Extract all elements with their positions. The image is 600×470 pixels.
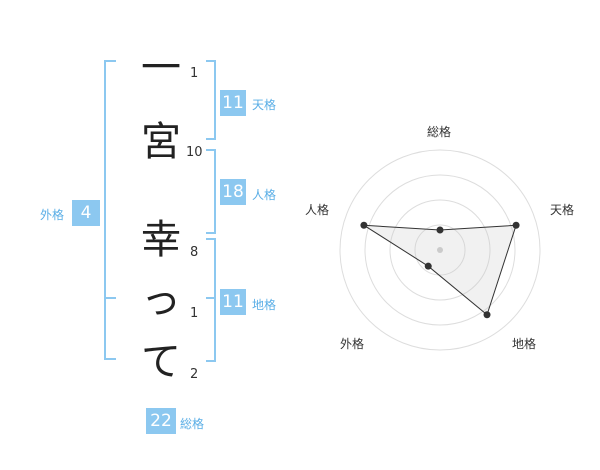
gaikaku-label: 外格: [40, 208, 65, 222]
gaikaku-score-badge: 4: [72, 200, 100, 226]
jinkaku-score-badge: 18: [220, 179, 246, 205]
name-char-3: 幸: [141, 217, 181, 263]
radar-series-polygon: [363, 224, 517, 316]
radar-point-3: [483, 311, 491, 319]
stroke-count-3: 8: [190, 245, 199, 260]
bracket-tick: [104, 297, 116, 299]
radar-grid-ring: [389, 199, 491, 301]
stroke-count-5: 2: [190, 367, 199, 382]
gaikaku-bracket: [104, 60, 116, 360]
soukaku-label: 総格: [180, 417, 205, 431]
tenkaku-label: 天格: [252, 98, 277, 112]
radar-grid-ring: [414, 224, 466, 276]
radar-center: [437, 247, 443, 253]
tenkaku-bracket: [206, 60, 216, 140]
radar-axis-label: 外格: [340, 337, 365, 351]
radar-axis-label: 総格: [427, 125, 452, 139]
radar-grid-ring: [339, 149, 541, 351]
radar-point-1: [436, 226, 444, 234]
radar-grid-ring: [364, 174, 516, 326]
chikaku-label: 地格: [252, 298, 277, 312]
name-char-2: 宮: [141, 119, 181, 165]
radar-axis-label: 地格: [512, 337, 537, 351]
chikaku-bracket: [206, 238, 216, 362]
name-char-1: 一: [141, 45, 181, 91]
name-char-4: っ: [141, 277, 181, 323]
jinkaku-bracket: [206, 149, 216, 234]
name-char-5: て: [141, 339, 181, 385]
soukaku-score-badge: 22: [146, 408, 176, 434]
tenkaku-score-badge: 11: [220, 90, 246, 116]
stroke-count-1: 1: [190, 66, 199, 81]
radar-axis-label: 天格: [550, 203, 575, 217]
radar-point-4: [424, 262, 432, 270]
radar-point-2: [512, 221, 520, 229]
stroke-count-4: 1: [190, 306, 199, 321]
chikaku-score-badge: 11: [220, 289, 246, 315]
radar-axis-label: 人格: [305, 203, 330, 217]
radar-point-5: [360, 221, 368, 229]
jinkaku-label: 人格: [252, 188, 277, 202]
stroke-count-2: 10: [186, 145, 203, 160]
bracket-tick: [206, 297, 216, 299]
